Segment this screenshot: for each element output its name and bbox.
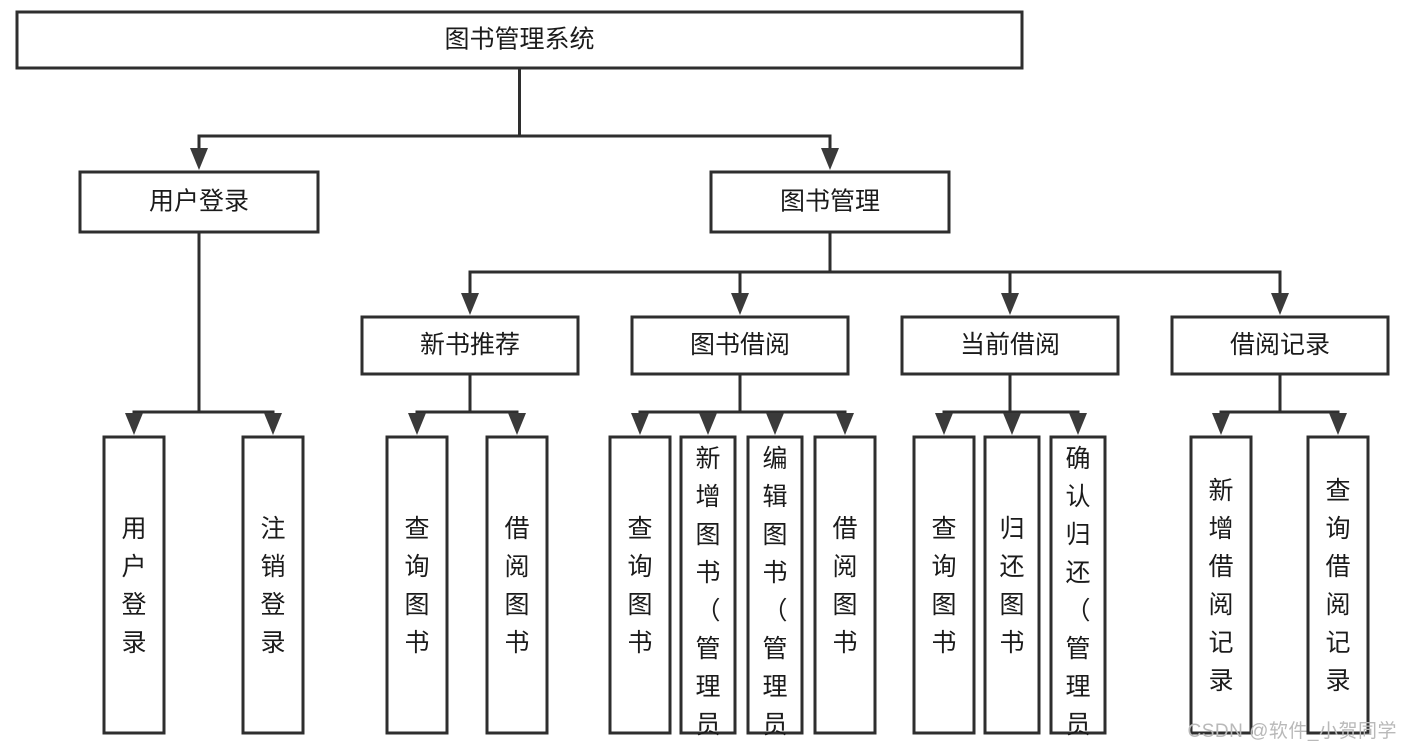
- node-label-recommend-borrow-book: 借阅图书: [504, 515, 529, 657]
- node-layer: 图书管理系统用户登录用户登录注销登录图书管理新书推荐查询图书借阅图书图书借阅查询…: [15, 10, 1390, 747]
- connector-layer: [125, 66, 1347, 435]
- arrow-head-icon: [1069, 413, 1087, 435]
- node-box-current-return-book: [983, 435, 1041, 735]
- node-label-book-borrow: 图书借阅: [690, 331, 790, 359]
- node-box-borrow-query-book: [608, 435, 672, 735]
- arrow-head-icon: [836, 413, 854, 435]
- node-root[interactable]: 图书管理系统: [15, 10, 1024, 70]
- arrow-head-icon: [125, 413, 143, 435]
- node-box-recommend-borrow-book: [485, 435, 549, 735]
- arrow-head-icon: [821, 148, 839, 170]
- arrow-head-icon: [408, 413, 426, 435]
- node-borrow-query-book[interactable]: 查询图书: [608, 435, 672, 735]
- node-box-borrow-edit-book-admin: [746, 435, 804, 735]
- node-box-records-add-record: [1189, 435, 1253, 735]
- arrow-head-icon: [631, 413, 649, 435]
- arrow-head-icon: [461, 293, 479, 315]
- node-label-records-add-record: 新增借阅记录: [1208, 477, 1233, 695]
- arrow-head-icon: [935, 413, 953, 435]
- node-box-borrow-add-book-admin: [679, 435, 737, 735]
- node-user-login[interactable]: 用户登录: [78, 170, 320, 234]
- node-box-current-confirm-return-admin: [1049, 435, 1107, 735]
- node-label-user-login-logout: 注销登录: [260, 515, 285, 657]
- node-box-root: [15, 10, 1024, 70]
- arrow-head-icon: [766, 413, 784, 435]
- node-label-current-borrow: 当前借阅: [960, 331, 1060, 359]
- node-recommend-borrow-book[interactable]: 借阅图书: [485, 435, 549, 735]
- node-box-book-borrow: [630, 315, 850, 376]
- arrow-head-icon: [731, 293, 749, 315]
- node-label-records-query-record: 查询借阅记录: [1325, 477, 1350, 695]
- arrow-head-icon: [699, 413, 717, 435]
- node-label-borrow-records: 借阅记录: [1230, 331, 1330, 359]
- node-box-current-query-book: [912, 435, 976, 735]
- arrow-head-icon: [190, 148, 208, 170]
- node-label-new-book-recommend: 新书推荐: [420, 331, 520, 359]
- node-new-book-recommend[interactable]: 新书推荐: [360, 315, 580, 376]
- node-box-new-book-recommend: [360, 315, 580, 376]
- node-box-user-login-login: [102, 435, 166, 735]
- node-recommend-query-book[interactable]: 查询图书: [385, 435, 449, 735]
- node-label-borrow-add-book-admin: 新增图书（管理员）: [695, 445, 720, 747]
- arrow-head-icon: [264, 413, 282, 435]
- node-box-records-query-record: [1306, 435, 1370, 735]
- node-borrow-edit-book-admin[interactable]: 编辑图书（管理员）: [746, 435, 804, 747]
- node-box-current-borrow: [900, 315, 1120, 376]
- node-user-login-logout[interactable]: 注销登录: [241, 435, 305, 735]
- node-label-book-management: 图书管理: [780, 188, 880, 216]
- node-book-management[interactable]: 图书管理: [709, 170, 951, 234]
- node-box-borrow-records: [1170, 315, 1390, 376]
- node-current-borrow[interactable]: 当前借阅: [900, 315, 1120, 376]
- node-box-user-login: [78, 170, 320, 234]
- node-label-current-query-book: 查询图书: [931, 515, 956, 657]
- node-box-borrow-borrow-book: [813, 435, 877, 735]
- node-user-login-login[interactable]: 用户登录: [102, 435, 166, 735]
- node-label-current-return-book: 归还图书: [999, 515, 1024, 657]
- arrow-head-icon: [1001, 293, 1019, 315]
- node-label-root: 图书管理系统: [444, 26, 594, 54]
- node-borrow-add-book-admin[interactable]: 新增图书（管理员）: [679, 435, 737, 747]
- node-box-book-management: [709, 170, 951, 234]
- node-label-user-login: 用户登录: [149, 188, 249, 216]
- node-current-query-book[interactable]: 查询图书: [912, 435, 976, 735]
- node-box-user-login-logout: [241, 435, 305, 735]
- arrow-head-icon: [1329, 413, 1347, 435]
- node-borrow-borrow-book[interactable]: 借阅图书: [813, 435, 877, 735]
- arrow-head-icon: [1271, 293, 1289, 315]
- node-label-recommend-query-book: 查询图书: [404, 515, 429, 657]
- node-box-recommend-query-book: [385, 435, 449, 735]
- arrow-head-icon: [1003, 413, 1021, 435]
- node-records-add-record[interactable]: 新增借阅记录: [1189, 435, 1253, 735]
- node-records-query-record[interactable]: 查询借阅记录: [1306, 435, 1370, 735]
- node-borrow-records[interactable]: 借阅记录: [1170, 315, 1390, 376]
- csdn-watermark: CSDN @软件_小贺同学: [1187, 721, 1397, 742]
- node-label-current-confirm-return-admin: 确认归还（管理员）: [1065, 445, 1090, 747]
- node-current-confirm-return-admin[interactable]: 确认归还（管理员）: [1049, 435, 1107, 747]
- node-label-borrow-edit-book-admin: 编辑图书（管理员）: [762, 445, 787, 747]
- node-current-return-book[interactable]: 归还图书: [983, 435, 1041, 735]
- node-label-borrow-query-book: 查询图书: [627, 515, 652, 657]
- node-book-borrow[interactable]: 图书借阅: [630, 315, 850, 376]
- node-label-user-login-login: 用户登录: [121, 515, 146, 657]
- node-label-borrow-borrow-book: 借阅图书: [832, 515, 857, 657]
- arrow-head-icon: [1212, 413, 1230, 435]
- arrow-head-icon: [508, 413, 526, 435]
